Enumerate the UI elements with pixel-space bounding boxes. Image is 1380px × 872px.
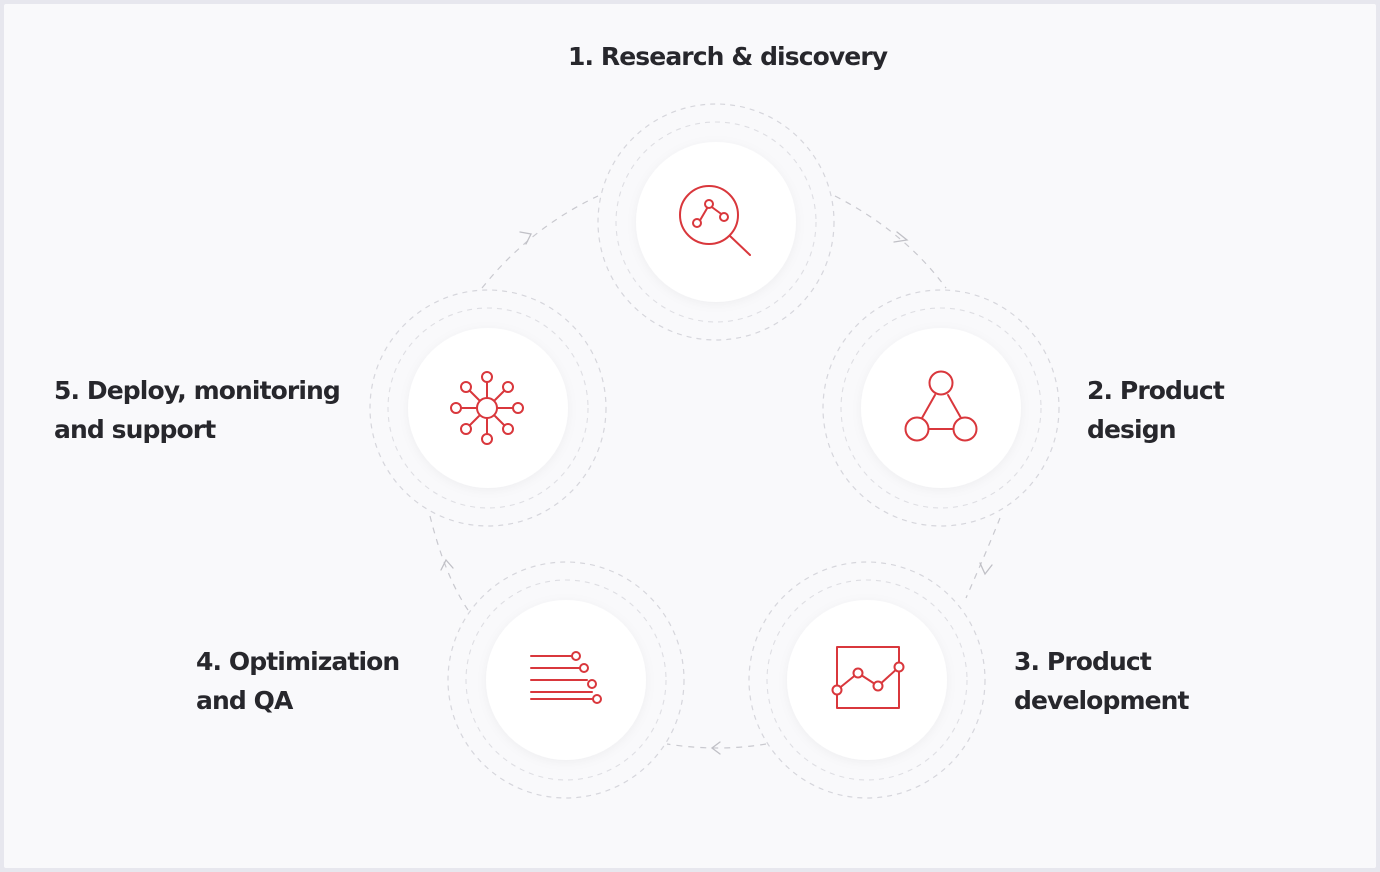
connector-5-1 xyxy=(481,195,599,289)
step-label-optimization-line-1: 4. Optimization xyxy=(196,647,400,676)
hub-network-icon xyxy=(450,371,524,445)
step-label-development-line-1: 3. Product xyxy=(1014,647,1152,676)
step-label-development: 3. Product development xyxy=(1014,642,1190,720)
step-label-design-line-2: design xyxy=(1087,415,1177,444)
step-label-optimization-line-2: and QA xyxy=(196,686,293,715)
line-chart-icon xyxy=(831,646,905,709)
step-label-design: 2. Product design xyxy=(1087,371,1225,449)
arrow-head-4-5 xyxy=(440,558,454,571)
step-label-deploy: 5. Deploy, monitoring and support xyxy=(54,371,341,449)
step-label-research-line-1: 1. Research & discovery xyxy=(568,42,888,71)
connector-3-4 xyxy=(666,743,767,749)
connector-4-5 xyxy=(429,515,469,611)
connector-1-2 xyxy=(834,195,947,289)
arrow-head-3-4 xyxy=(710,741,721,755)
triangle-nodes-icon xyxy=(904,370,978,442)
list-sliders-icon xyxy=(530,651,602,704)
step-label-deploy-line-1: 5. Deploy, monitoring xyxy=(54,376,341,405)
step-node-design xyxy=(822,289,1060,527)
step-label-development-line-2: development xyxy=(1014,686,1190,715)
step-label-optimization: 4. Optimization and QA xyxy=(196,642,400,720)
search-analytics-icon xyxy=(679,185,751,256)
arrow-head-2-3 xyxy=(979,562,993,576)
arrow-head-1-2 xyxy=(893,231,909,243)
step-label-design-line-1: 2. Product xyxy=(1087,376,1225,405)
step-node-research xyxy=(597,103,835,341)
arrow-head-5-1 xyxy=(519,231,532,245)
connector-2-3 xyxy=(965,517,1001,599)
step-label-deploy-line-2: and support xyxy=(54,415,216,444)
step-label-research: 1. Research & discovery xyxy=(568,37,888,76)
